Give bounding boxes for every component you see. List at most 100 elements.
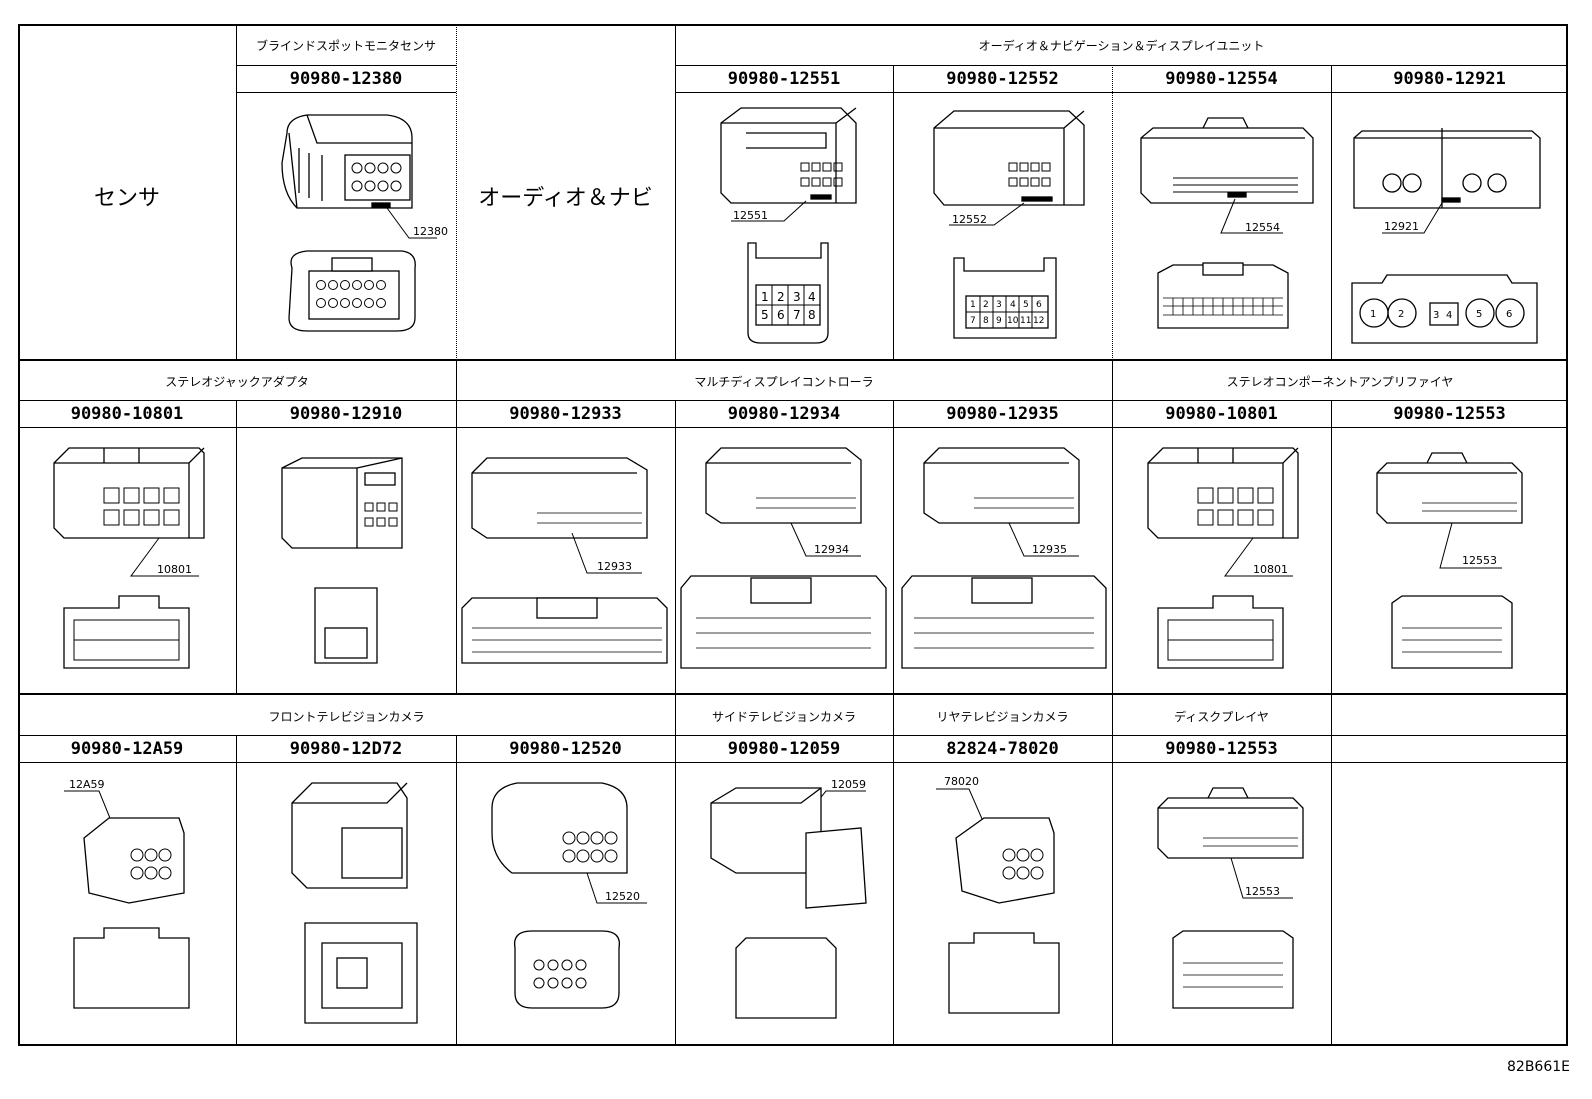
svg-text:12059: 12059 (831, 778, 866, 791)
col-divider (675, 400, 676, 694)
col-divider (1112, 694, 1113, 1046)
part-number: 90980-12A59 (70, 739, 184, 759)
svg-text:10: 10 (1007, 316, 1019, 326)
col-divider (1112, 360, 1113, 694)
svg-text:3: 3 (793, 290, 801, 304)
connector-drawing-12933: 12933 (461, 457, 668, 664)
col-divider (675, 694, 676, 1046)
svg-text:78020: 78020 (944, 775, 979, 788)
svg-text:12921: 12921 (1384, 220, 1419, 233)
svg-text:12553: 12553 (1245, 885, 1280, 898)
svg-text:3: 3 (996, 300, 1002, 310)
part-row-rule (237, 92, 456, 93)
connector-drawing-12D72 (291, 782, 418, 1024)
svg-text:2: 2 (777, 290, 785, 304)
col-divider (456, 24, 457, 360)
col-divider (1112, 65, 1113, 360)
connector-drawing-12910 (281, 457, 403, 664)
svg-text:5: 5 (1476, 309, 1482, 320)
svg-text:10801: 10801 (157, 563, 192, 576)
connector-drawing-12553-b: 12553 (1157, 787, 1304, 1009)
connector-drawing-10801-b: 10801 (1147, 447, 1299, 669)
part-number: 90980-12D72 (289, 739, 403, 759)
svg-text:12554: 12554 (1245, 221, 1280, 234)
part-row-rule (18, 762, 1568, 763)
audio-nav-label: オーディオ＆ナビ (478, 186, 653, 211)
part-number: 90980-12553 (1165, 739, 1278, 759)
connector-table-frame (18, 24, 1568, 1046)
col-divider (893, 400, 894, 694)
col-divider (893, 65, 894, 360)
svg-text:6: 6 (1506, 309, 1512, 320)
connector-drawing-12059: 12059 (710, 778, 867, 1019)
col-divider (456, 735, 457, 1046)
category-label: ディスクプレイヤ (1174, 710, 1269, 724)
svg-text:2: 2 (983, 300, 989, 310)
part-number: 90980-10801 (70, 404, 184, 424)
part-row-rule (18, 735, 1568, 736)
part-number: 90980-12933 (509, 404, 622, 424)
figure-code: 82B661E (1507, 1059, 1570, 1075)
category-label: オーディオ＆ナビゲーション＆ディスプレイユニット (978, 39, 1265, 53)
connector-drawing-12553-a: 12553 (1376, 452, 1523, 669)
svg-text:12933: 12933 (597, 560, 632, 573)
svg-text:4: 4 (808, 290, 816, 304)
svg-text:7: 7 (970, 316, 976, 326)
part-number: 90980-12921 (1393, 69, 1506, 89)
svg-text:10801: 10801 (1253, 563, 1288, 576)
svg-text:4: 4 (1010, 300, 1016, 310)
connector-drawing-12520: 12520 (491, 782, 647, 1009)
svg-text:12A59: 12A59 (69, 778, 105, 791)
category-label: ステレオジャックアダプタ (165, 375, 309, 389)
sensor-row-title: センサ (93, 186, 160, 211)
svg-text:11: 11 (1020, 316, 1031, 326)
category-label: マルチディスプレイコントローラ (694, 375, 874, 389)
category-label: ステレオコンポーネントアンプリファイヤ (1226, 375, 1454, 389)
connector-drawing-12934: 12934 (680, 447, 887, 669)
svg-text:12520: 12520 (605, 890, 640, 903)
part-number: 90980-12910 (289, 404, 403, 424)
svg-text:5: 5 (1023, 300, 1029, 310)
col-divider (1331, 400, 1332, 694)
category-label: リヤテレビジョンカメラ (936, 710, 1069, 724)
connector-drawing-10801-a: 10801 (53, 447, 205, 669)
svg-text:7: 7 (793, 308, 801, 322)
part-number: 90980-12380 (289, 69, 403, 89)
connector-drawing-12A59: 12A59 (64, 778, 190, 1009)
part-number: 82824-78020 (946, 739, 1059, 759)
row-divider (18, 359, 1568, 361)
svg-text:8: 8 (983, 316, 989, 326)
svg-text:8: 8 (808, 308, 816, 322)
col-divider (675, 24, 676, 360)
svg-text:6: 6 (1036, 300, 1042, 310)
col-divider (236, 400, 237, 694)
part-number: 90980-12520 (509, 739, 622, 759)
svg-text:5: 5 (761, 308, 769, 322)
part-number: 90980-12551 (727, 69, 841, 89)
part-row-rule (18, 427, 1568, 428)
connector-drawing-12935: 12935 (901, 447, 1107, 669)
part-number: 90980-12934 (727, 404, 841, 424)
svg-text:12551: 12551 (733, 209, 768, 222)
part-row-rule (676, 65, 1568, 66)
col-divider (893, 694, 894, 1046)
svg-text:1: 1 (761, 290, 769, 304)
row-divider (18, 693, 1568, 695)
col-divider (236, 735, 237, 1046)
category-label: サイドテレビジョンカメラ (711, 710, 856, 724)
col-divider (1331, 694, 1332, 1046)
connector-drawing-12380: 12380 (281, 114, 448, 332)
part-row-rule (237, 65, 456, 66)
svg-text:12552: 12552 (952, 213, 987, 226)
svg-text:12935: 12935 (1032, 543, 1067, 556)
svg-text:3: 3 (1433, 310, 1439, 321)
col-divider (236, 24, 237, 360)
category-label: ブラインドスポットモニタセンサ (255, 39, 436, 53)
category-label: フロントテレビジョンカメラ (268, 710, 425, 724)
svg-text:12934: 12934 (814, 543, 849, 556)
connector-drawing-12554: 12554 (1140, 117, 1314, 329)
col-divider (1331, 65, 1332, 360)
